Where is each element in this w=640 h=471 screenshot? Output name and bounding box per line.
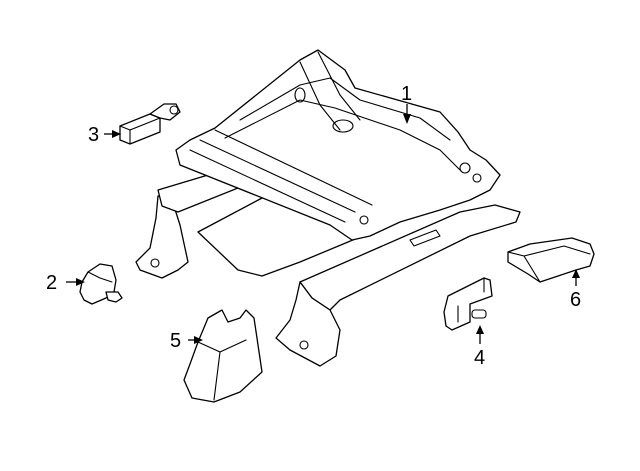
part-2-cap	[79, 263, 123, 305]
side-cover-edge	[507, 245, 591, 283]
callout-3: 3	[88, 124, 99, 146]
arrow-5	[194, 336, 203, 344]
arrow-3	[112, 130, 121, 138]
cover-body	[183, 309, 263, 403]
frame-hole-d	[472, 173, 482, 183]
frame-right-rail-slot	[409, 229, 441, 247]
arrow-1	[403, 114, 411, 124]
part-5-cover	[183, 309, 263, 403]
side-cover-body	[507, 237, 595, 283]
frame-hole-e	[359, 215, 369, 225]
plug-edge	[119, 117, 161, 145]
callout-labels: 1 2 3 4 5 6	[46, 83, 581, 369]
plug-tip-end	[169, 105, 179, 115]
callout-1: 1	[401, 83, 412, 105]
frame-right-leg	[275, 281, 341, 367]
arrow-6	[572, 269, 580, 278]
cap-edge	[87, 271, 113, 283]
frame-right-leg-hole	[299, 340, 309, 350]
plug-body	[119, 113, 161, 145]
plug-tip	[149, 103, 181, 121]
part-3-plug	[119, 103, 181, 145]
frame-left-leg-hole	[150, 258, 160, 268]
callout-leaders	[66, 104, 580, 344]
bracket-body	[443, 277, 493, 331]
callout-2: 2	[46, 272, 57, 294]
arrow-2	[76, 278, 85, 286]
frame-hole-b	[294, 87, 306, 103]
bracket-edge	[457, 277, 485, 323]
frame-inner-details	[224, 77, 461, 171]
part-6-side-cover	[507, 237, 595, 283]
frame-hole-a	[332, 119, 354, 133]
cover-edge	[197, 339, 247, 401]
frame-cross-member-a	[189, 129, 373, 223]
callout-4: 4	[474, 347, 485, 369]
frame-top-plate	[175, 49, 501, 241]
cap-stem	[105, 291, 123, 303]
callout-5: 5	[170, 330, 181, 352]
seat-track-frame	[135, 49, 521, 367]
callout-6: 6	[570, 289, 581, 311]
part-4-bracket	[443, 277, 493, 331]
bracket-slot	[471, 309, 487, 319]
arrow-4	[476, 325, 484, 334]
frame-left-leg	[135, 195, 189, 279]
frame-hole-c	[459, 162, 471, 174]
